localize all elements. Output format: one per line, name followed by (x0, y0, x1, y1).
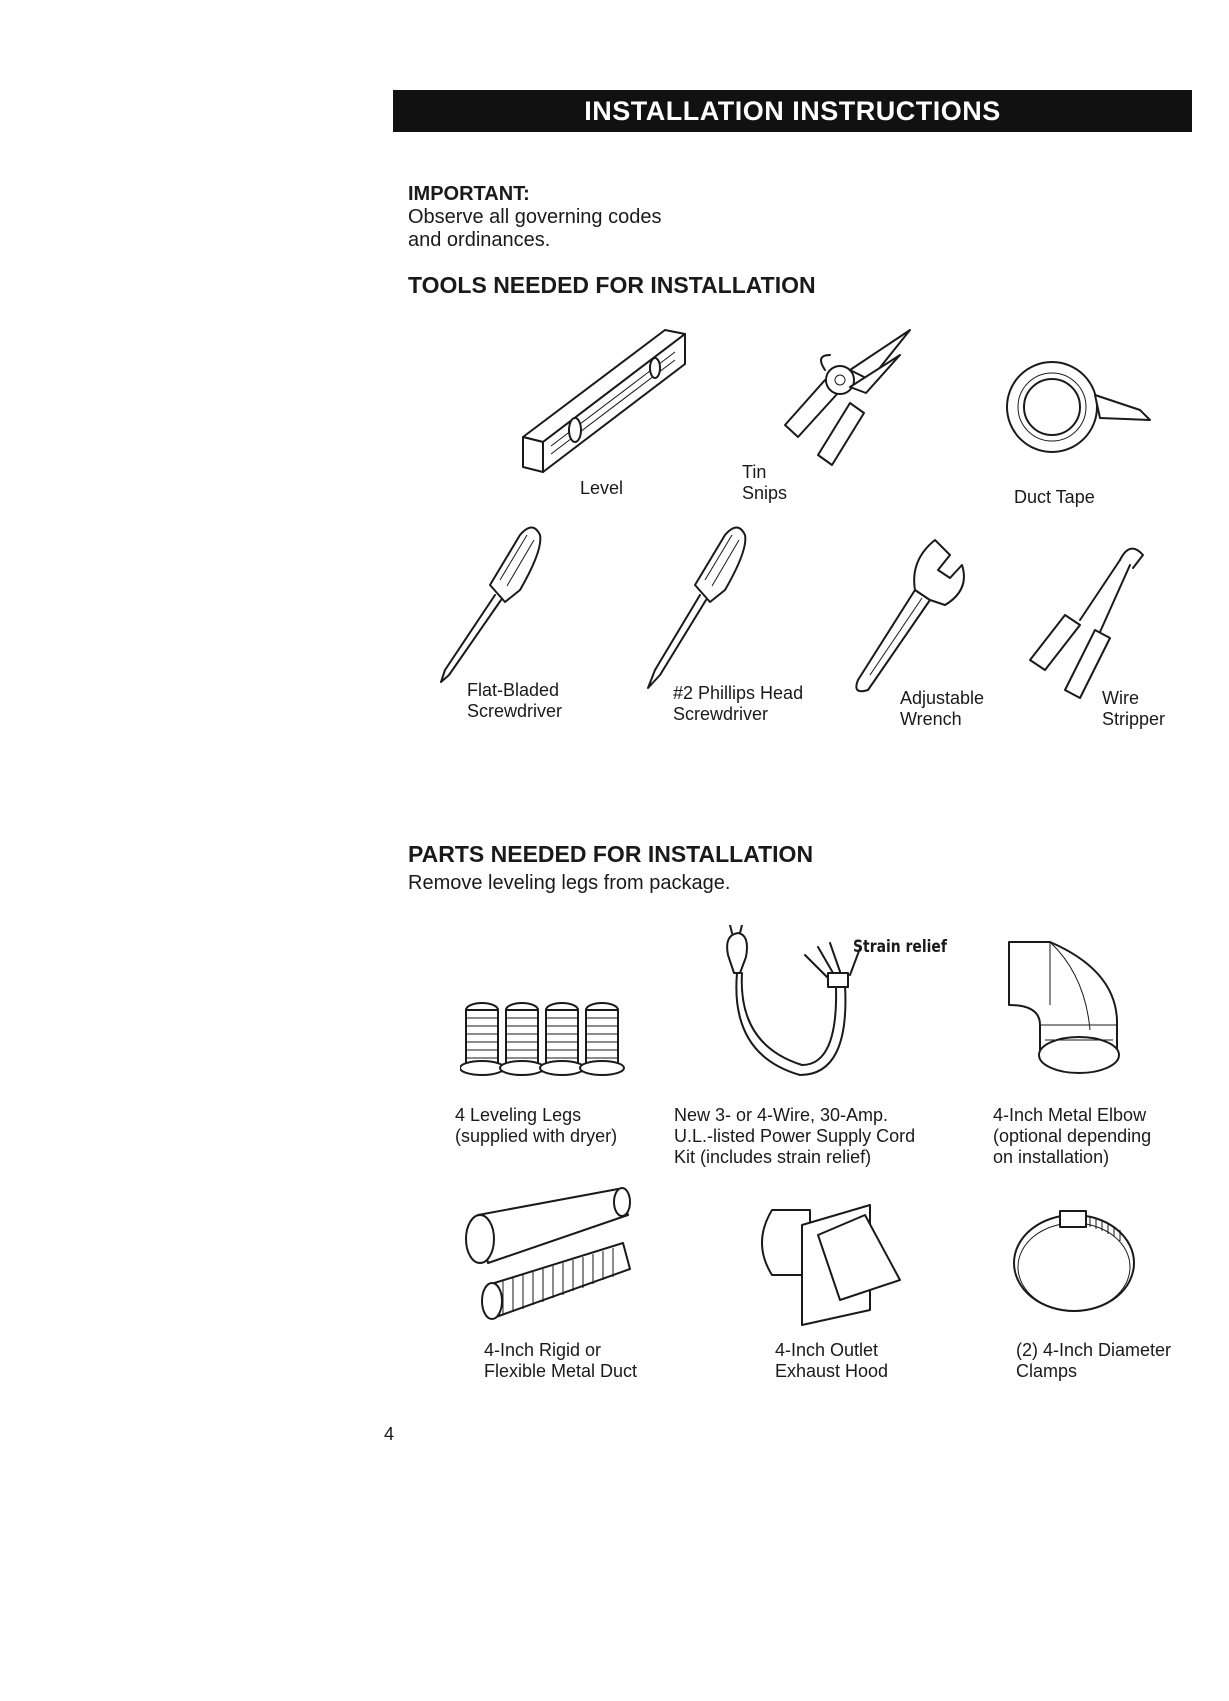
level-icon (522, 329, 686, 473)
important-note: IMPORTANT: Observe all governing codes a… (408, 183, 661, 252)
flat-screwdriver-caption: Flat-Bladed Screwdriver (467, 680, 563, 721)
parts-heading: PARTS NEEDED FOR INSTALLATION (408, 841, 814, 867)
phillips-screwdriver-caption: #2 Phillips Head Screwdriver (673, 683, 804, 724)
leveling-legs-caption: 4 Leveling Legs (supplied with dryer) (455, 1105, 618, 1146)
important-line-1: Observe all governing codes (408, 206, 662, 228)
power-cord-icon (726, 925, 860, 1076)
adjustable-wrench-icon (855, 539, 965, 693)
important-label: IMPORTANT: (408, 183, 530, 205)
exhaust-hood-caption: 4-Inch Outlet Exhaust Hood (775, 1340, 889, 1381)
metal-duct-caption: 4-Inch Rigid or Flexible Metal Duct (484, 1340, 638, 1381)
tin-snips-icon (784, 329, 911, 466)
important-line-2: and ordinances. (408, 229, 551, 251)
phillips-screwdriver-icon (647, 526, 747, 689)
flat-screwdriver-icon (440, 526, 542, 683)
wire-stripper-icon (1029, 547, 1144, 699)
metal-duct-icon (465, 1187, 631, 1320)
tools-heading: TOOLS NEEDED FOR INSTALLATION (408, 272, 816, 298)
metal-elbow-icon (1008, 941, 1120, 1074)
page-banner: INSTALLATION INSTRUCTIONS (393, 90, 1192, 132)
parts-subtext: Remove leveling legs from package. (408, 872, 731, 894)
duct-tape-caption: Duct Tape (1014, 487, 1095, 507)
duct-tape-icon (1006, 361, 1151, 453)
exhaust-hood-icon (761, 1204, 901, 1326)
power-cord-caption: New 3- or 4-Wire, 30-Amp. U.L.-listed Po… (674, 1105, 916, 1167)
wire-stripper-caption: Wire Stripper (1102, 688, 1166, 729)
level-caption: Level (580, 478, 624, 498)
adjustable-wrench-caption: Adjustable Wrench (900, 688, 985, 729)
page-number: 4 (384, 1424, 395, 1444)
strain-relief-label: Strain relief (853, 937, 947, 957)
leveling-legs-icon (460, 1002, 625, 1076)
clamps-icon (1013, 1210, 1135, 1312)
tin-snips-caption: Tin Snips (742, 462, 788, 503)
clamps-caption: (2) 4-Inch Diameter Clamps (1016, 1340, 1172, 1381)
metal-elbow-caption: 4-Inch Metal Elbow (optional depending o… (993, 1105, 1152, 1167)
